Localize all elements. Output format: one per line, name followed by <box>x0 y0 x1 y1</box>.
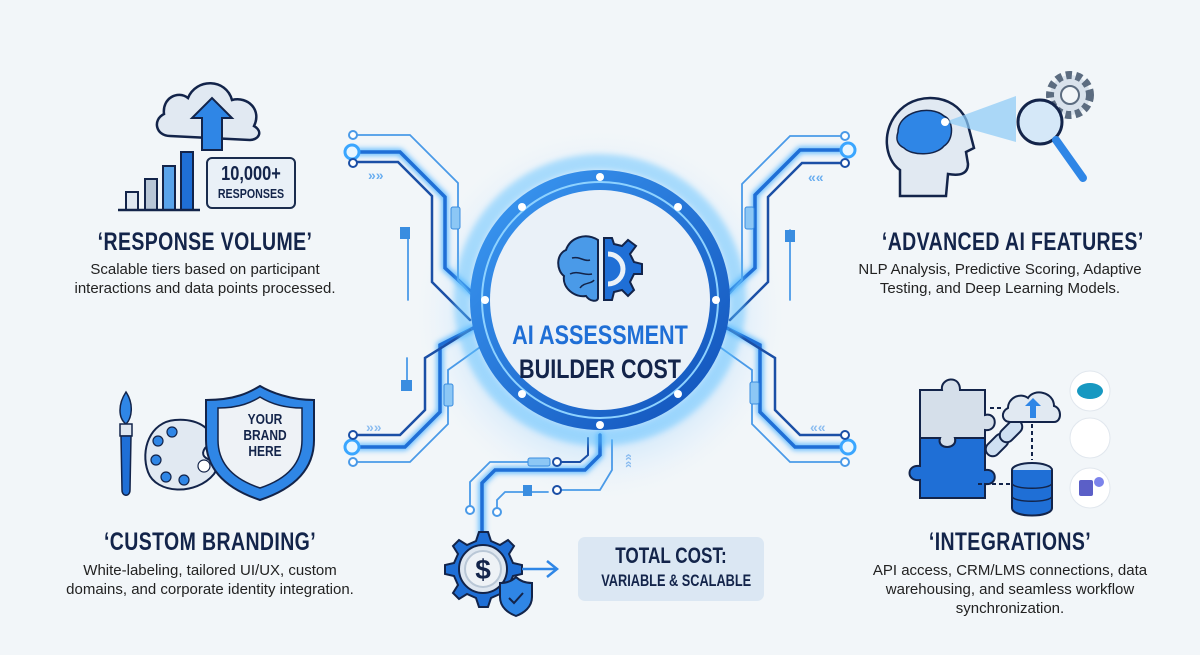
svg-text:»»: »» <box>366 419 382 435</box>
custom-branding-title: ‘CUSTOM BRANDING’ <box>103 528 317 556</box>
advanced-ai-description: NLP Analysis, Predictive Scoring, Adapti… <box>858 261 1142 297</box>
center-title-line1: AI ASSESSMENT <box>512 320 688 350</box>
total-cost-label: TOTAL COST: <box>615 543 727 568</box>
integrations-title: ‘INTEGRATIONS’ <box>928 528 1092 556</box>
svg-text:»»: »» <box>620 454 635 468</box>
response-volume-title: ‘RESPONSE VOLUME’ <box>97 228 313 256</box>
center-title: AI ASSESSMENT BUILDER COST <box>496 318 704 386</box>
response-count-badge: 10,000+ RESPONSES <box>206 157 296 209</box>
total-cost-value: VARIABLE & SCALABLE <box>601 571 752 590</box>
svg-text:»»: »» <box>368 167 384 183</box>
puzzle-link-cloud-database-icon <box>908 370 1111 517</box>
head-brain-magnifier-gear-icon <box>885 71 1094 198</box>
dollar-gear-shield-icon: $ <box>444 531 560 618</box>
svg-text:««: «« <box>808 169 824 185</box>
svg-text:$: $ <box>475 554 491 585</box>
center-title-line2: BUILDER COST <box>519 354 681 384</box>
advanced-ai-title: ‘ADVANCED AI FEATURES’ <box>881 228 1144 256</box>
response-count: 10,000+ <box>221 163 281 185</box>
svg-text:««: «« <box>810 419 826 435</box>
response-count-label: RESPONSES <box>217 186 285 201</box>
paintbrush-palette-shield-icon <box>119 384 315 502</box>
integrations-description: API access, CRM/LMS connections, data wa… <box>872 562 1148 617</box>
shield-brand-text: YOUR BRAND HERE <box>243 411 287 460</box>
response-volume-description: Scalable tiers based on participant inte… <box>74 261 336 297</box>
cloud-upload-bar-chart-icon <box>118 82 261 212</box>
custom-branding-description: White-labeling, tailored UI/UX, custom d… <box>66 562 354 598</box>
total-cost-box: TOTAL COST: VARIABLE & SCALABLE <box>578 537 764 601</box>
brain-gear-icon <box>557 235 643 302</box>
